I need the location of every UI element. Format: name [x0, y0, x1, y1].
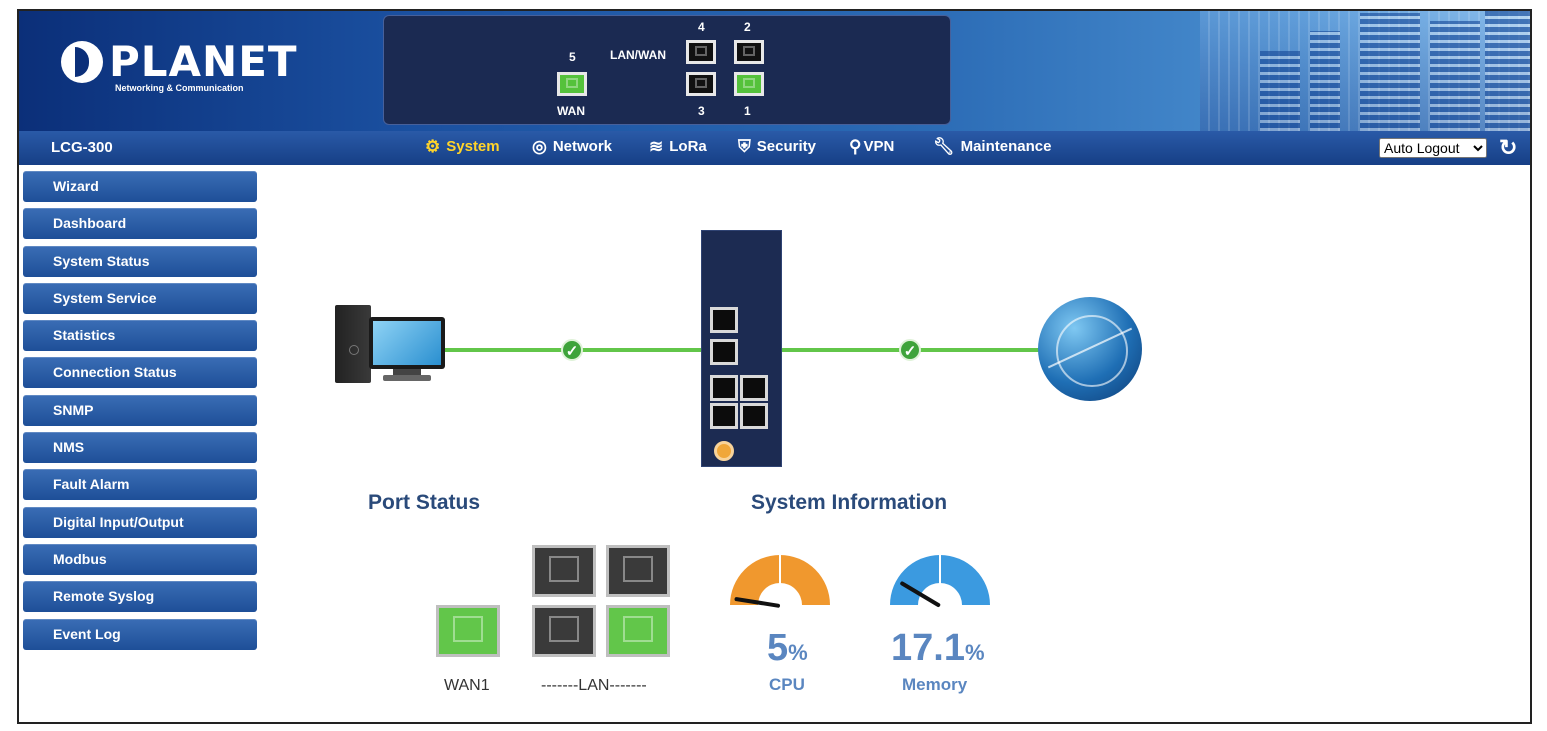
antenna-icon — [714, 441, 734, 461]
wireless-icon: ≋ — [649, 137, 664, 156]
nav-network[interactable]: ◎ Network — [532, 138, 612, 155]
nav-system[interactable]: ⚙ System — [425, 138, 500, 155]
cpu-value-unit: % — [788, 640, 808, 665]
nav-vpn[interactable]: ⚲ VPN — [849, 138, 894, 155]
lan-port-3-icon[interactable] — [532, 605, 596, 657]
nav-security[interactable]: ⛨ Security — [738, 138, 816, 155]
device-port-panel: 5 WAN LAN/WAN 4 2 3 1 — [383, 15, 951, 125]
lan-link-check-icon: ✓ — [561, 339, 583, 361]
app-frame: PLANET Networking & Communication 5 WAN … — [17, 9, 1532, 724]
logo-mark-icon — [61, 41, 103, 83]
memory-value: 17.1% — [891, 627, 985, 670]
wan1-port-icon[interactable] — [436, 605, 500, 657]
nav-maintenance-label: Maintenance — [960, 138, 1052, 155]
nav-system-label: System — [446, 138, 500, 155]
cpu-gauge — [730, 555, 830, 608]
sidebar-item-system-service[interactable]: System Service — [23, 282, 257, 314]
lan-port-4-icon[interactable] — [532, 545, 596, 597]
nav-maintenance[interactable]: 🔧︎ Maintenance — [933, 138, 1051, 155]
lan-port-2-icon[interactable] — [606, 545, 670, 597]
sidebar-item-wizard[interactable]: Wizard — [23, 171, 257, 202]
memory-gauge — [890, 555, 990, 608]
gear-icon: ⚙ — [425, 137, 441, 156]
sidebar-item-fault-alarm[interactable]: Fault Alarm — [23, 469, 257, 501]
logo-text: PLANET — [109, 37, 298, 86]
city-skyline-image — [1200, 11, 1530, 131]
port-5-icon[interactable] — [557, 72, 587, 96]
wan1-label: WAN1 — [444, 677, 490, 694]
auto-logout-select[interactable]: Auto Logout — [1379, 138, 1487, 158]
nav-vpn-label: VPN — [863, 138, 895, 155]
sidebar-item-system-status[interactable]: System Status — [23, 245, 257, 277]
network-icon: ◎ — [532, 137, 547, 156]
cpu-value: 5% — [767, 627, 808, 670]
sidebar-item-event-log[interactable]: Event Log — [23, 618, 257, 650]
port-2-number: 2 — [744, 20, 751, 34]
sidebar-menu: Wizard Dashboard System Status System Se… — [23, 171, 257, 656]
port-4-icon[interactable] — [686, 40, 716, 64]
sidebar-item-dashboard[interactable]: Dashboard — [23, 208, 257, 240]
cpu-label: CPU — [769, 675, 805, 694]
nav-lora-label: LoRa — [669, 138, 707, 155]
sidebar-item-digital-io[interactable]: Digital Input/Output — [23, 506, 257, 538]
main-nav-bar: LCG-300 ⚙ System ◎ Network ≋ LoRa ⛨ Secu… — [19, 131, 1530, 165]
wan-link-check-icon: ✓ — [899, 339, 921, 361]
nav-security-label: Security — [756, 138, 816, 155]
lan-port-1-icon[interactable] — [606, 605, 670, 657]
port-1-icon[interactable] — [734, 72, 764, 96]
port-lanwan-label: LAN/WAN — [610, 48, 666, 62]
internet-globe-icon — [1038, 297, 1142, 401]
port-status-title: Port Status — [368, 491, 481, 514]
nav-lora[interactable]: ≋ LoRa — [649, 138, 707, 155]
device-model-label: LCG-300 — [51, 139, 113, 156]
sidebar-item-remote-syslog[interactable]: Remote Syslog — [23, 581, 257, 613]
port-3-icon[interactable] — [686, 72, 716, 96]
port-1-number: 1 — [744, 104, 751, 118]
cpu-value-number: 5 — [767, 627, 789, 669]
refresh-icon[interactable]: ↻ — [1499, 135, 1518, 160]
sidebar-item-snmp[interactable]: SNMP — [23, 394, 257, 426]
key-icon: ⚲ — [849, 137, 862, 156]
port-5-number: 5 — [569, 50, 576, 64]
lan-label: -------LAN------- — [541, 677, 647, 694]
wrench-icon: 🔧︎ — [933, 137, 955, 156]
port-wan-label: WAN — [557, 104, 585, 118]
memory-value-unit: % — [964, 640, 985, 665]
device-icon — [701, 230, 782, 467]
sidebar-item-modbus[interactable]: Modbus — [23, 543, 257, 575]
port-4-number: 4 — [698, 20, 705, 34]
planet-logo: PLANET Networking & Communication — [61, 37, 297, 99]
sidebar-item-nms[interactable]: NMS — [23, 432, 257, 464]
memory-label: Memory — [902, 675, 968, 694]
port-3-number: 3 — [698, 104, 705, 118]
sidebar-item-connection-status[interactable]: Connection Status — [23, 357, 257, 389]
nav-network-label: Network — [552, 138, 613, 155]
system-information-title: System Information — [751, 491, 948, 514]
shield-icon: ⛨ — [738, 137, 751, 156]
header-banner: PLANET Networking & Communication 5 WAN … — [19, 11, 1530, 131]
port-2-icon[interactable] — [734, 40, 764, 64]
logo-subtitle: Networking & Communication — [115, 83, 244, 93]
sidebar-item-statistics[interactable]: Statistics — [23, 320, 257, 352]
memory-value-number: 17.1 — [891, 627, 965, 669]
